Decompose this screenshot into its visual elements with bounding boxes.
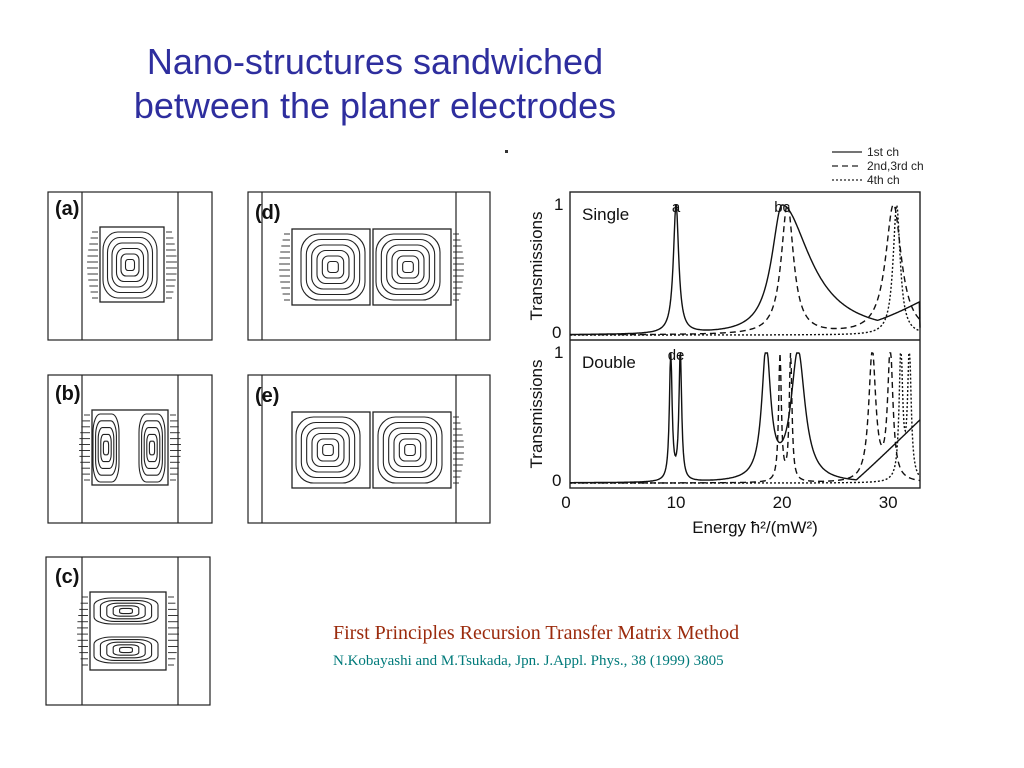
stray-dot bbox=[505, 150, 508, 153]
title-line-2: between the planer electrodes bbox=[133, 85, 617, 126]
caption-method: First Principles Recursion Transfer Matr… bbox=[333, 622, 740, 644]
panel-d-l-contour bbox=[311, 244, 355, 290]
y-axis-label: Transmissions bbox=[527, 360, 546, 469]
panel-b-frame bbox=[47, 374, 213, 524]
panel-b-r-contour bbox=[146, 433, 158, 463]
panel-e-l-contour bbox=[322, 443, 334, 457]
panel-e-l-contour bbox=[311, 432, 345, 468]
contour-panels-figure bbox=[45, 191, 491, 706]
double-1st-ch-line bbox=[570, 352, 921, 484]
panel-e-box-l bbox=[291, 411, 371, 489]
panel-a-contour bbox=[115, 247, 145, 283]
panel-b-l-contour bbox=[100, 433, 112, 463]
panel-label-e: (e) bbox=[255, 385, 280, 407]
panel-a-contour bbox=[120, 253, 140, 277]
panel-b-l-contour bbox=[102, 440, 110, 456]
panel-e-r-contour bbox=[404, 443, 416, 457]
x-tick-label: 10 bbox=[667, 493, 686, 512]
x-axis-label: Energy ħ²/(mW²) bbox=[692, 518, 818, 537]
panel-c-t-contour bbox=[93, 597, 159, 625]
panel-c-t-contour bbox=[106, 602, 146, 620]
panel-c-box bbox=[89, 591, 167, 671]
panel-d-frame bbox=[247, 191, 491, 341]
y-tick-label: 0 bbox=[552, 471, 561, 490]
panel-d-r-contour bbox=[391, 249, 425, 285]
panel-d-r-contour bbox=[402, 260, 414, 274]
single-4th-ch-line bbox=[570, 203, 921, 336]
panel-a-frame bbox=[47, 191, 213, 341]
panel-e-l-contour bbox=[295, 416, 361, 484]
panel-e-frame bbox=[247, 374, 491, 524]
panel-c-t-contour bbox=[99, 600, 153, 622]
panel-d-l-contour bbox=[327, 260, 339, 274]
panel-d-r-contour bbox=[375, 233, 441, 301]
panel-e-box-r bbox=[372, 411, 452, 489]
panel-d-r-contour bbox=[386, 244, 430, 290]
subplot-label: Double bbox=[582, 353, 636, 372]
x-tick-label: 30 bbox=[879, 493, 898, 512]
panel-e-l-contour bbox=[306, 427, 350, 473]
panel-c-b-contour bbox=[106, 641, 146, 659]
subplot-label: Single bbox=[582, 205, 629, 224]
panel-d-l-contour bbox=[300, 233, 366, 301]
panel-a-contour bbox=[124, 258, 136, 272]
panel-a-box bbox=[99, 226, 165, 303]
double-2nd3rd-ch-line bbox=[570, 352, 921, 484]
legend-label-2: 2nd,3rd ch bbox=[867, 159, 924, 173]
panel-c-t-contour bbox=[112, 605, 140, 617]
panel-b-r-contour bbox=[141, 420, 163, 476]
slide-title: Nano-structures sandwiched between the p… bbox=[0, 40, 750, 128]
panel-a-contour bbox=[111, 242, 149, 288]
panel-label-a: (a) bbox=[55, 198, 80, 220]
panel-e-r-contour bbox=[398, 438, 422, 462]
panel-label-c: (c) bbox=[55, 566, 80, 588]
y-tick-label: 1 bbox=[554, 343, 563, 362]
panel-c-b-contour bbox=[119, 646, 133, 654]
panel-e-l-contour bbox=[316, 438, 340, 462]
y-axis-label: Transmissions bbox=[527, 212, 546, 321]
panel-e-r-contour bbox=[393, 432, 427, 468]
panel-e-r-contour bbox=[377, 416, 443, 484]
panel-d-r-contour bbox=[396, 255, 420, 279]
panel-d-box-l bbox=[291, 228, 371, 306]
single-2nd3rd-ch-line bbox=[570, 204, 921, 336]
panel-c-b-contour bbox=[112, 644, 140, 656]
y-tick-label: 0 bbox=[552, 323, 561, 342]
panel-c-b-contour bbox=[99, 639, 153, 661]
panel-label-b: (b) bbox=[55, 383, 81, 405]
panel-e-r-contour bbox=[382, 421, 438, 479]
panel-b-r-contour bbox=[148, 440, 156, 456]
panel-b-l-contour bbox=[95, 420, 117, 476]
panel-label-d: (d) bbox=[255, 202, 281, 224]
legend-label-3: 4th ch bbox=[867, 173, 900, 187]
legend-label-1: 1st ch bbox=[867, 145, 899, 159]
peak-label: bc bbox=[774, 199, 790, 216]
panel-d-l-contour bbox=[316, 249, 350, 285]
y-tick-label: 1 bbox=[554, 195, 563, 214]
panel-a-contour bbox=[106, 236, 154, 294]
panel-d-r-contour bbox=[380, 238, 436, 296]
panel-b-l-contour bbox=[97, 427, 115, 469]
panel-b-box bbox=[91, 409, 169, 486]
panel-d-l-contour bbox=[321, 255, 345, 279]
panel-b-l-contour bbox=[92, 413, 120, 483]
single-1st-ch-line bbox=[570, 204, 921, 336]
panel-d-l-contour bbox=[305, 238, 361, 296]
panel-c-t-contour bbox=[119, 607, 133, 615]
panel-b-r-contour bbox=[138, 413, 166, 483]
panel-e-r-contour bbox=[388, 427, 432, 473]
x-tick-label: 20 bbox=[773, 493, 792, 512]
caption-reference: N.Kobayashi and M.Tsukada, Jpn. J.Appl. … bbox=[333, 653, 724, 669]
panel-a-contour bbox=[102, 231, 158, 299]
x-tick-label: 0 bbox=[561, 493, 570, 512]
panel-c-frame bbox=[45, 556, 211, 706]
panel-d-box-r bbox=[372, 228, 452, 306]
panel-b-r-contour bbox=[143, 427, 161, 469]
panel-e-l-contour bbox=[300, 421, 356, 479]
double-4th-ch-line bbox=[570, 351, 921, 484]
title-line-1: Nano-structures sandwiched bbox=[146, 41, 604, 82]
panel-c-b-contour bbox=[93, 636, 159, 664]
